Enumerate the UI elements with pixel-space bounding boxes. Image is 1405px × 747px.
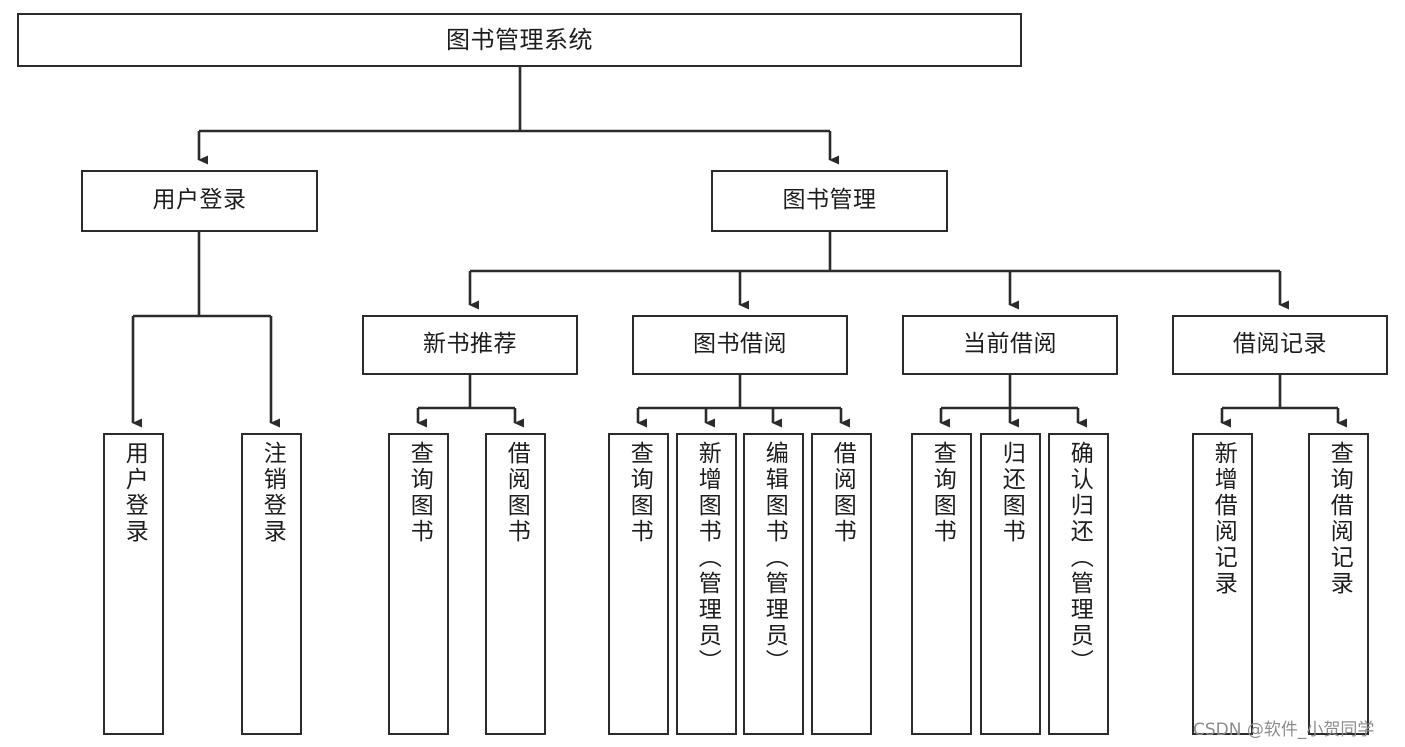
- node-leaf-book-borrow-borrow[interactable]: 借阅图书: [811, 433, 872, 735]
- node-label: 查询图书: [626, 441, 653, 545]
- node-label: 当前借阅: [963, 331, 1057, 358]
- node-leaf-user-login-logout[interactable]: 注销登录: [241, 433, 302, 735]
- node-label: 查询图书: [406, 441, 433, 545]
- node-book-borrow[interactable]: 图书借阅: [632, 315, 848, 375]
- node-new-book-recommend[interactable]: 新书推荐: [362, 315, 578, 375]
- node-leaf-new-book-query[interactable]: 查询图书: [388, 433, 449, 735]
- node-label: 新书推荐: [423, 331, 517, 358]
- node-leaf-borrow-record-add[interactable]: 新增借阅记录: [1192, 433, 1253, 735]
- node-label: 确认归还（管理员）: [1066, 441, 1093, 675]
- node-label: 注销登录: [259, 441, 286, 545]
- node-leaf-borrow-record-query[interactable]: 查询借阅记录: [1308, 433, 1369, 735]
- node-book-management[interactable]: 图书管理: [711, 170, 948, 232]
- node-leaf-current-borrow-query[interactable]: 查询图书: [911, 433, 972, 735]
- node-label: 查询图书: [929, 441, 956, 545]
- csdn-watermark: CSDN @软件_小贺同学: [1193, 720, 1375, 740]
- node-label: 新增图书（管理员）: [694, 441, 721, 675]
- node-borrow-record[interactable]: 借阅记录: [1172, 315, 1388, 375]
- node-label: 归还图书: [998, 441, 1025, 545]
- node-current-borrow[interactable]: 当前借阅: [902, 315, 1118, 375]
- node-root-book-management-system[interactable]: 图书管理系统: [17, 13, 1022, 67]
- node-leaf-book-borrow-query[interactable]: 查询图书: [608, 433, 669, 735]
- node-label: 借阅图书: [503, 441, 530, 545]
- node-leaf-book-borrow-edit[interactable]: 编辑图书（管理员）: [743, 433, 804, 735]
- node-leaf-current-borrow-confirm-return[interactable]: 确认归还（管理员）: [1048, 433, 1109, 735]
- node-user-login[interactable]: 用户登录: [81, 170, 318, 232]
- node-label: 编辑图书（管理员）: [761, 441, 788, 675]
- node-leaf-current-borrow-return[interactable]: 归还图书: [980, 433, 1041, 735]
- node-label: 借阅记录: [1233, 331, 1327, 358]
- node-label: 借阅图书: [829, 441, 856, 545]
- node-label: 图书管理: [782, 187, 877, 214]
- node-label: 新增借阅记录: [1210, 441, 1237, 597]
- node-label: 用户登录: [152, 187, 247, 214]
- node-label: 图书借阅: [693, 331, 787, 358]
- node-leaf-new-book-borrow[interactable]: 借阅图书: [485, 433, 546, 735]
- node-label: 用户登录: [121, 441, 148, 545]
- node-leaf-book-borrow-add[interactable]: 新增图书（管理员）: [676, 433, 737, 735]
- node-label: 图书管理系统: [446, 25, 593, 54]
- node-leaf-user-login-login[interactable]: 用户登录: [103, 433, 164, 735]
- node-label: 查询借阅记录: [1326, 441, 1353, 597]
